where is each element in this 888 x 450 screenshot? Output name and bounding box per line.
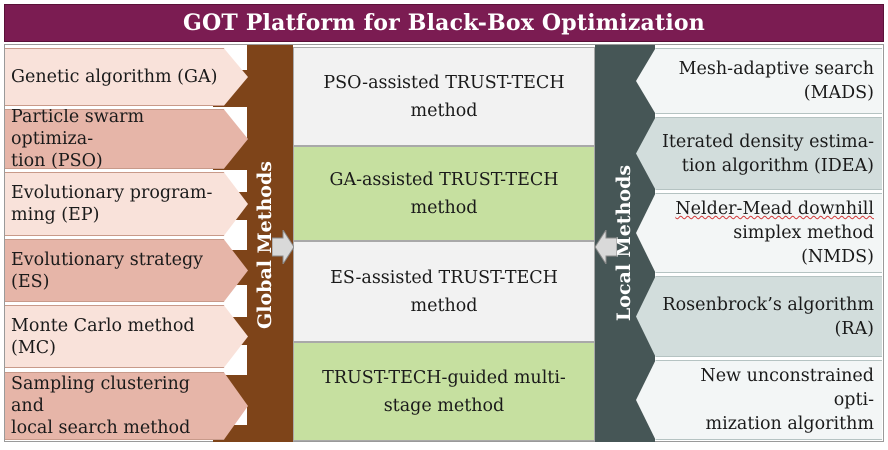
global-method-item: Genetic algorithm (GA) bbox=[5, 48, 248, 106]
hybrid-method-label: TRUST-TECH-guided multi-stage method bbox=[322, 367, 566, 416]
global-method-item: Evolutionary strategy(ES) bbox=[5, 239, 248, 302]
local-method-label: Rosenbrock’s algorithm(RA) bbox=[662, 294, 874, 339]
global-method-label: Particle swarm optimiza-tion (PSO) bbox=[11, 107, 145, 171]
local-method-label: Mesh-adaptive search(MADS) bbox=[678, 59, 874, 103]
local-method-item: New unconstrained opti-mization algorith… bbox=[636, 360, 882, 440]
global-method-label: Monte Carlo method(MC) bbox=[11, 315, 195, 358]
global-method-label: Evolutionary program-ming (EP) bbox=[11, 183, 213, 225]
global-method-label: Evolutionary strategy(ES) bbox=[11, 249, 204, 292]
local-method-label: New unconstrained opti-mization algorith… bbox=[700, 366, 874, 434]
title-bar: GOT Platform for Black-Box Optimization bbox=[4, 4, 884, 42]
arrow-right-icon bbox=[272, 230, 294, 264]
diagram-title: GOT Platform for Black-Box Optimization bbox=[183, 10, 705, 36]
local-method-item: Iterated density estima-tion algorithm (… bbox=[636, 117, 882, 190]
local-method-item: Rosenbrock’s algorithm(RA) bbox=[636, 276, 882, 357]
global-method-label: Genetic algorithm (GA) bbox=[11, 67, 218, 87]
diagram-frame bbox=[4, 44, 884, 442]
global-method-item: Monte Carlo method(MC) bbox=[5, 305, 248, 368]
hybrid-method-item: TRUST-TECH-guided multi-stage method bbox=[293, 342, 595, 441]
global-method-item: Evolutionary program-ming (EP) bbox=[5, 172, 248, 236]
local-method-label: Iterated density estima-tion algorithm (… bbox=[661, 131, 874, 176]
local-method-item: Mesh-adaptive search(MADS) bbox=[636, 48, 882, 114]
arrow-left-icon bbox=[595, 230, 617, 264]
global-method-item: Particle swarm optimiza-tion (PSO) bbox=[5, 109, 248, 169]
